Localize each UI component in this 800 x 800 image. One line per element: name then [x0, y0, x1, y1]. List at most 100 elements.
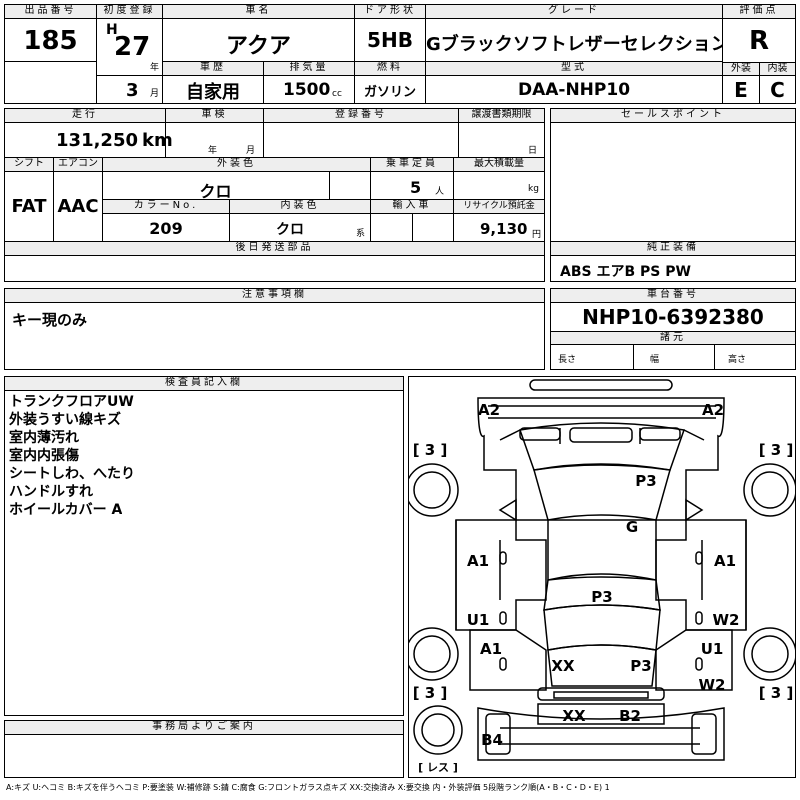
intcolor-value: クロ	[276, 222, 304, 238]
reg-month: 3	[126, 80, 139, 101]
inspector-note: 室内薄汚れ	[9, 430, 79, 446]
spec-label: 諸元	[551, 331, 795, 345]
mark-a2-right: A2	[702, 401, 724, 419]
transfer-label: 譲渡書類期限	[459, 109, 544, 123]
model-label: 型式	[426, 62, 722, 76]
mark-tire-br: [ 3 ]	[759, 684, 794, 702]
chassis-value: NHP10-6392380	[582, 305, 764, 329]
mileage-unit: km	[142, 130, 173, 151]
model-value: DAA-NHP10	[517, 80, 631, 100]
mark-spare: [ レス ]	[418, 761, 458, 774]
lot-label: 出品番号	[5, 5, 96, 19]
transfer-day: 日	[528, 146, 538, 156]
shift-value: FAT	[11, 196, 47, 217]
mileage-label: 走行	[5, 109, 165, 123]
mark-w2-right: W2	[713, 611, 740, 629]
disp-unit: cc	[332, 89, 342, 99]
colorno-label: カラーNo.	[103, 200, 229, 214]
load-unit: kg	[528, 184, 539, 194]
car-name: アクア	[226, 34, 291, 59]
mark-u1-right: U1	[701, 640, 724, 658]
spec-length: 長さ	[558, 355, 577, 365]
mark-xx-1: XX	[551, 657, 575, 675]
mileage-value: 131,250	[56, 130, 138, 151]
regno-label: 登録番号	[264, 109, 458, 123]
import-label: 輸入車	[371, 200, 453, 214]
fuel-label: 燃料	[355, 62, 425, 76]
inspector-note: ホイールカバー A	[9, 502, 123, 518]
chassis-label: 車台番号	[551, 289, 795, 303]
load-label: 最大積載量	[454, 158, 544, 172]
equipment-label: 純正装備	[551, 242, 795, 256]
seats-unit: 人	[435, 187, 445, 197]
disp-value: 1500	[283, 80, 331, 100]
ac-value: AAC	[57, 196, 99, 217]
spec-height: 高さ	[728, 355, 747, 365]
ext-label: 外装	[723, 62, 759, 76]
reg-era: H	[106, 22, 118, 38]
grade-label: グレード	[426, 5, 722, 19]
mark-a1-left-2: A1	[480, 640, 502, 658]
mark-tire-bl: [ 3 ]	[413, 684, 448, 702]
later-parts-label: 後日発送部品	[5, 242, 544, 256]
lot-number: 185	[23, 26, 78, 56]
door-label: ドア形状	[355, 5, 425, 19]
seats-label: 乗車定員	[371, 158, 453, 172]
inspect-month: 月	[246, 146, 256, 156]
recycle-label: リサイクル預託金	[454, 200, 544, 214]
ac-label: エアコン	[54, 158, 102, 172]
history-value: 自家用	[186, 82, 240, 103]
fuel-value: ガソリン	[363, 85, 416, 100]
int-grade: C	[770, 78, 785, 102]
mark-b4: B4	[481, 731, 503, 749]
mark-xx-2: XX	[562, 707, 586, 725]
inspector-note: 室内内張傷	[9, 448, 79, 464]
reg-month-unit: 月	[150, 89, 160, 99]
mark-a2-left: A2	[478, 401, 500, 419]
recycle-unit: 円	[532, 230, 542, 240]
inspector-label: 検査員記入欄	[5, 377, 403, 391]
equipment-value: ABS エアB PS PW	[560, 264, 691, 280]
caution-label: 注意事項欄	[5, 289, 544, 303]
reg-year-unit: 年	[150, 63, 160, 73]
mark-a1-right: A1	[714, 552, 736, 570]
grade-value: Gブラックソフトレザーセレクション	[426, 34, 722, 55]
office-label: 事務局よりご案内	[5, 721, 403, 735]
inspector-note: トランクフロアUW	[9, 394, 134, 410]
colorno-value: 209	[149, 219, 183, 238]
score-value: R	[748, 26, 770, 56]
recycle-value: 9,130	[480, 220, 528, 238]
mark-p3-top: P3	[635, 472, 656, 490]
int-label: 内装	[760, 62, 795, 76]
shift-label: シフト	[5, 158, 53, 172]
spec-width: 幅	[650, 355, 660, 365]
mark-p3-low: P3	[630, 657, 651, 675]
sales-point-label: セールスポイント	[551, 109, 795, 123]
mark-p3-mid: P3	[591, 588, 612, 606]
inspector-note: 外装うすい線キズ	[9, 412, 121, 428]
intcolor-label: 内装色	[230, 200, 370, 214]
history-label: 車歴	[163, 62, 263, 76]
mark-tire-tl: [ 3 ]	[413, 441, 448, 459]
inspector-box	[4, 376, 404, 716]
car-diagram: A2 A2 [ 3 ] [ 3 ] P3 G A1 A1 P3 U1 W2 A1…	[408, 379, 796, 774]
mark-b2: B2	[619, 707, 641, 725]
reg-label: 初度登録	[97, 5, 162, 19]
inspector-note: ハンドルすれ	[9, 484, 93, 500]
mark-a1-left: A1	[467, 552, 489, 570]
caution-value: キー現のみ	[12, 311, 88, 329]
ext-grade: E	[734, 78, 748, 102]
reg-year: 27	[114, 32, 151, 62]
score-label: 評価点	[723, 5, 795, 19]
mark-g: G	[626, 518, 638, 536]
mark-tire-tr: [ 3 ]	[759, 441, 794, 459]
mark-u1-left: U1	[467, 611, 490, 629]
inspector-note: シートしわ、へたり	[9, 466, 135, 482]
seats-value: 5	[410, 178, 422, 197]
name-label: 車名	[163, 5, 354, 19]
door-type: 5HB	[367, 28, 413, 52]
color-label: 外装色	[103, 158, 370, 172]
legend-text: A:キズ U:ヘコミ B:キズを伴うヘコミ P:要塗装 W:補修跡 S:錆 C:…	[6, 783, 610, 792]
intcolor-unit: 系	[356, 229, 366, 239]
inspect-year: 年	[208, 146, 218, 156]
